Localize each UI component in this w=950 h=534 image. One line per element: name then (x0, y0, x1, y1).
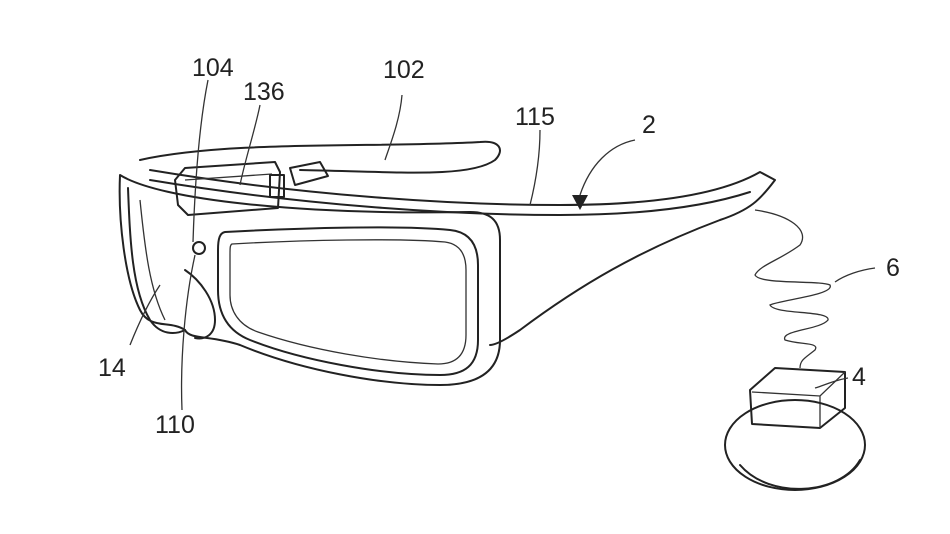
label-4: 4 (852, 363, 866, 391)
sensor-110 (192, 241, 206, 255)
upper-strap (139, 140, 501, 174)
label-136: 136 (243, 78, 285, 106)
camera-module (174, 161, 329, 216)
label-115: 115 (515, 103, 555, 131)
glasses-frame (118, 174, 501, 386)
label-110: 110 (155, 411, 195, 439)
wrist-device (724, 367, 866, 491)
label-14: 14 (98, 354, 126, 382)
cable-coil (754, 209, 831, 369)
label-102: 102 (383, 56, 425, 84)
label-6: 6 (886, 254, 900, 282)
temple-arm (149, 169, 776, 346)
arrow-2 (579, 139, 636, 196)
label-104: 104 (192, 54, 234, 82)
leader-lines (129, 79, 876, 411)
label-2: 2 (642, 111, 656, 139)
arrow-head-icon (572, 195, 588, 210)
